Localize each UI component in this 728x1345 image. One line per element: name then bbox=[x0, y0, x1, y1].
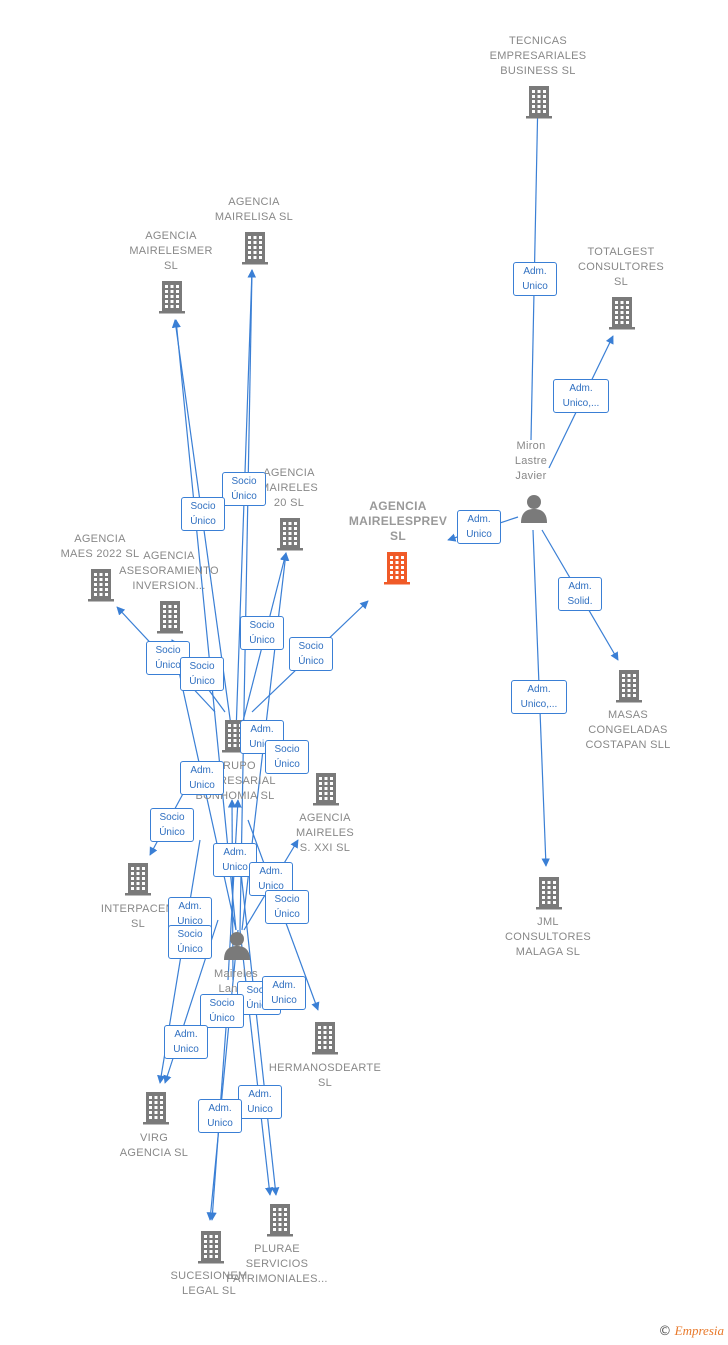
edge-label-adm-unico[interactable]: Adm. Unico,... bbox=[553, 379, 609, 413]
brand-name: Empresia bbox=[674, 1323, 724, 1338]
node-label: JML CONSULTORES MALAGA SL bbox=[504, 916, 592, 958]
node-label: AGENCIA MAES 2022 SL bbox=[60, 533, 140, 560]
edge-label-socio-unico[interactable]: Socio Único bbox=[168, 925, 212, 959]
node-maireles20[interactable]: AGENCIA MAIRELES 20 SL bbox=[214, 466, 364, 511]
edge-label-socio-unico[interactable]: Socio Único bbox=[265, 890, 309, 924]
edge-line bbox=[237, 844, 280, 1196]
edge-label-adm-unico[interactable]: Adm. Unico,... bbox=[511, 680, 567, 714]
node-mairelesmer[interactable]: AGENCIA MAIRELESMER SL bbox=[96, 229, 246, 274]
edge-label-socio-unico[interactable]: Socio Único bbox=[200, 994, 244, 1028]
node-label: PLURAE SERVICIOS PATRIMONIALES... bbox=[226, 1243, 328, 1285]
node-label: AGENCIA MAIRELESMER SL bbox=[129, 230, 213, 272]
node-label: SUCESIONEM LEGAL SL bbox=[170, 1270, 248, 1297]
copyright-icon: © bbox=[658, 1324, 672, 1339]
building-icon[interactable] bbox=[311, 1021, 339, 1060]
edge-label-adm-unico[interactable]: Adm. Unico bbox=[164, 1025, 208, 1059]
edge-label-socio-unico[interactable]: Socio Único bbox=[222, 472, 266, 506]
building-icon[interactable] bbox=[197, 1230, 225, 1269]
edge-label-adm-unico[interactable]: Adm. Unico bbox=[262, 976, 306, 1010]
node-label: MASAS CONGELADAS COSTAPAN SLL bbox=[585, 709, 671, 751]
edge-label-adm-solid[interactable]: Adm. Solid. bbox=[558, 577, 602, 611]
node-plurae[interactable]: PLURAE SERVICIOS PATRIMONIALES... bbox=[202, 1242, 352, 1287]
node-hermanos[interactable]: HERMANOSDEARTE SL bbox=[250, 1061, 400, 1091]
edge-label-socio-unico[interactable]: Socio Único bbox=[265, 740, 309, 774]
node-interpacem[interactable]: INTERPACEM SL bbox=[63, 902, 213, 932]
node-label: AGENCIA MAIRELES 20 SL bbox=[259, 467, 319, 509]
building-icon[interactable] bbox=[142, 1091, 170, 1130]
node-jml[interactable]: JML CONSULTORES MALAGA SL bbox=[473, 915, 623, 960]
node-label: AGENCIA MAIRELISA SL bbox=[214, 196, 294, 223]
person-icon[interactable] bbox=[222, 930, 252, 965]
node-miron-person[interactable]: Miron Lastre Javier bbox=[456, 439, 606, 484]
building-icon[interactable] bbox=[241, 231, 269, 270]
node-label: AGENCIA MAIRELESPREV SL bbox=[348, 499, 448, 543]
node-maes2022[interactable]: AGENCIA MAES 2022 SL bbox=[25, 532, 175, 562]
edge-line bbox=[239, 929, 274, 1196]
edge-line bbox=[172, 319, 237, 931]
node-label: VIRG AGENCIA SL bbox=[119, 1132, 189, 1159]
edge-label-adm-unico[interactable]: Adm. Unico bbox=[513, 262, 557, 296]
edge-label-socio-unico[interactable]: Socio Único bbox=[180, 657, 224, 691]
footer-brand: © Empresia bbox=[658, 1323, 724, 1339]
edge-line bbox=[239, 269, 257, 931]
edge-label-adm-unico[interactable]: Adm. Unico bbox=[180, 761, 224, 795]
edge-label-socio-unico[interactable]: Socio Único bbox=[150, 808, 194, 842]
building-icon[interactable] bbox=[615, 669, 643, 708]
person-icon[interactable] bbox=[519, 493, 549, 528]
node-asesoramiento[interactable]: AGENCIA ASESORAMIENTO INVERSION... bbox=[94, 549, 244, 594]
building-icon[interactable] bbox=[266, 1203, 294, 1242]
edge-label-adm-unico[interactable]: Adm. Unico bbox=[198, 1099, 242, 1133]
node-mairelesprev[interactable]: AGENCIA MAIRELESPREV SL bbox=[323, 499, 473, 544]
edge-label-socio-unico[interactable]: Socio Único bbox=[181, 497, 225, 531]
node-tecnicas[interactable]: TECNICAS EMPRESARIALES BUSINESS SL bbox=[463, 34, 613, 79]
edge-label-socio-unico[interactable]: Socio Único bbox=[289, 637, 333, 671]
building-icon[interactable] bbox=[535, 876, 563, 915]
node-xxi[interactable]: AGENCIA MAIRELES S. XXI SL bbox=[250, 811, 400, 856]
edge-label-adm-unico[interactable]: Adm. Unico bbox=[238, 1085, 282, 1119]
building-icon[interactable] bbox=[124, 862, 152, 901]
node-sucesionem[interactable]: SUCESIONEM LEGAL SL bbox=[134, 1269, 284, 1299]
node-masas[interactable]: MASAS CONGELADAS COSTAPAN SLL bbox=[553, 708, 703, 753]
node-label: AGENCIA ASESORAMIENTO INVERSION... bbox=[119, 550, 219, 592]
node-totalgest[interactable]: TOTALGEST CONSULTORES SL bbox=[546, 245, 696, 290]
building-icon[interactable] bbox=[87, 568, 115, 607]
building-icon[interactable] bbox=[525, 85, 553, 124]
building-icon[interactable] bbox=[383, 551, 411, 590]
node-label: AGENCIA MAIRELES S. XXI SL bbox=[295, 812, 355, 854]
building-icon[interactable] bbox=[276, 517, 304, 556]
building-icon[interactable] bbox=[156, 600, 184, 639]
node-label: INTERPACEM SL bbox=[100, 903, 176, 930]
edge-label-socio-unico[interactable]: Socio Único bbox=[240, 616, 284, 650]
edge-label-adm-unico[interactable]: Adm. Unico bbox=[457, 510, 501, 544]
node-virg[interactable]: VIRG AGENCIA SL bbox=[79, 1131, 229, 1161]
building-icon[interactable] bbox=[608, 296, 636, 335]
node-label: Miron Lastre Javier bbox=[514, 440, 548, 482]
building-icon[interactable] bbox=[158, 280, 186, 319]
node-mairelisa[interactable]: AGENCIA MAIRELISA SL bbox=[179, 195, 329, 225]
node-label: HERMANOSDEARTE SL bbox=[268, 1062, 382, 1089]
node-label: TOTALGEST CONSULTORES SL bbox=[577, 246, 665, 288]
building-icon[interactable] bbox=[312, 772, 340, 811]
node-label: TECNICAS EMPRESARIALES BUSINESS SL bbox=[489, 35, 587, 77]
